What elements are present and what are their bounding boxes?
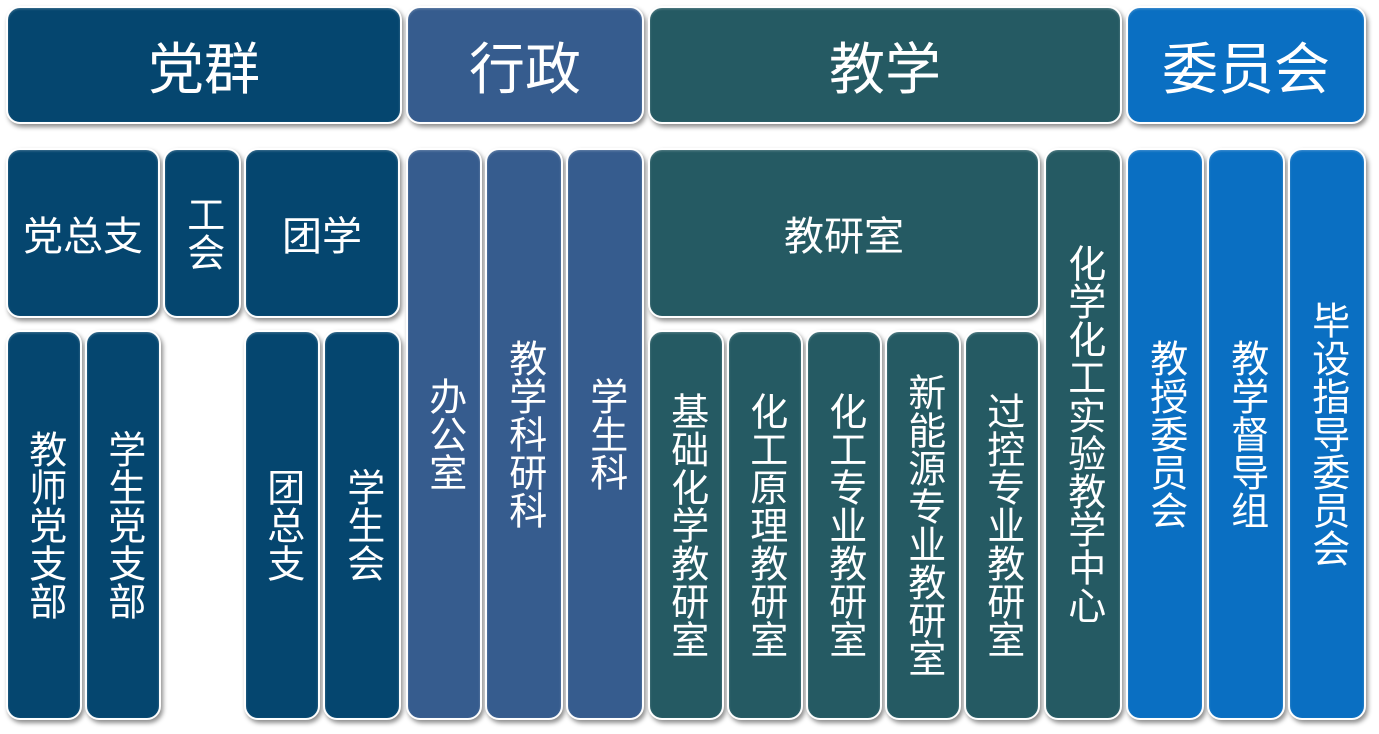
basic-chemistry-section-label: 基础化学教研室 bbox=[664, 392, 709, 658]
header-committee-label: 委员会 bbox=[1162, 37, 1330, 103]
lab-teaching-center-box: 化学化工实验教学中心 bbox=[1044, 148, 1122, 720]
teacher-party-branch-box: 教师党支部 bbox=[6, 330, 82, 720]
youth-league-label: 团学 bbox=[282, 214, 362, 260]
header-party-label: 党群 bbox=[148, 37, 260, 103]
header-admin: 行政 bbox=[406, 6, 644, 124]
union-box: 工会 bbox=[163, 148, 241, 318]
new-energy-section-label: 新能源专业教研室 bbox=[901, 373, 946, 677]
chem-major-section-box: 化工专业教研室 bbox=[806, 330, 882, 720]
union-label: 工会 bbox=[180, 195, 225, 271]
youth-league-box: 团学 bbox=[244, 148, 400, 318]
professors-committee-label: 教授委员会 bbox=[1143, 339, 1188, 529]
graduation-design-committee-label: 毕设指导委员会 bbox=[1305, 301, 1350, 567]
chem-principles-section-label: 化工原理教研室 bbox=[743, 392, 788, 658]
lab-teaching-center-label: 化学化工实验教学中心 bbox=[1061, 244, 1106, 624]
student-office-label: 学生科 bbox=[583, 377, 628, 491]
league-general-branch-box: 团总支 bbox=[244, 330, 320, 720]
header-committee: 委员会 bbox=[1126, 6, 1366, 124]
office-box: 办公室 bbox=[406, 148, 482, 720]
process-control-section-label: 过控专业教研室 bbox=[980, 392, 1025, 658]
teaching-supervision-group-label: 教学督导组 bbox=[1224, 339, 1269, 529]
teaching-research-office-label: 教学科研科 bbox=[502, 339, 547, 529]
student-union-box: 学生会 bbox=[323, 330, 401, 720]
header-admin-label: 行政 bbox=[469, 37, 581, 103]
header-teaching-label: 教学 bbox=[829, 37, 941, 103]
process-control-section-box: 过控专业教研室 bbox=[964, 330, 1040, 720]
party-general-branch-label: 党总支 bbox=[23, 214, 143, 260]
new-energy-section-box: 新能源专业教研室 bbox=[885, 330, 961, 720]
teaching-section-box: 教研室 bbox=[648, 148, 1040, 318]
student-union-label: 学生会 bbox=[340, 468, 385, 582]
office-label: 办公室 bbox=[422, 377, 467, 491]
header-teaching: 教学 bbox=[648, 6, 1122, 124]
student-party-branch-label: 学生党支部 bbox=[101, 430, 146, 620]
graduation-design-committee-box: 毕设指导委员会 bbox=[1288, 148, 1366, 720]
student-office-box: 学生科 bbox=[566, 148, 644, 720]
party-general-branch-box: 党总支 bbox=[6, 148, 160, 318]
student-party-branch-box: 学生党支部 bbox=[85, 330, 161, 720]
teaching-section-label: 教研室 bbox=[784, 214, 904, 260]
chem-major-section-label: 化工专业教研室 bbox=[822, 392, 867, 658]
professors-committee-box: 教授委员会 bbox=[1126, 148, 1204, 720]
teaching-supervision-group-box: 教学督导组 bbox=[1207, 148, 1285, 720]
header-party: 党群 bbox=[6, 6, 402, 124]
basic-chemistry-section-box: 基础化学教研室 bbox=[648, 330, 724, 720]
league-general-branch-label: 团总支 bbox=[260, 468, 305, 582]
chem-principles-section-box: 化工原理教研室 bbox=[727, 330, 803, 720]
teaching-research-office-box: 教学科研科 bbox=[485, 148, 563, 720]
teacher-party-branch-label: 教师党支部 bbox=[22, 430, 67, 620]
